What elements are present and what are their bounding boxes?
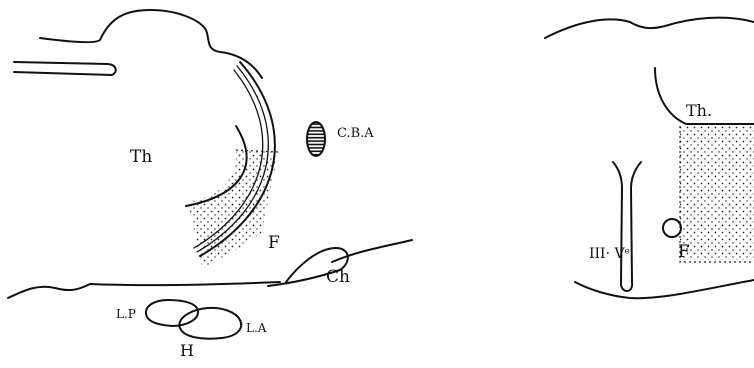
olfactory-tube bbox=[14, 62, 116, 75]
label-la: L.A bbox=[246, 321, 267, 335]
left-diagram: Th F C.B.A Ch L.P L.A H bbox=[8, 10, 412, 360]
right-upper-outline bbox=[545, 18, 754, 38]
label-thalamus-right: Th. bbox=[686, 101, 712, 120]
label-chiasma: Ch bbox=[326, 267, 350, 287]
label-cba: C.B.A bbox=[337, 126, 374, 141]
dotted-region bbox=[188, 150, 278, 268]
label-hypophysis: H bbox=[180, 341, 194, 360]
third-ventricle-slit bbox=[613, 162, 641, 291]
right-dotted-region bbox=[680, 126, 754, 260]
label-fornix-right: F bbox=[678, 242, 690, 262]
label-lp: L.P bbox=[116, 307, 136, 321]
right-lower-outline bbox=[575, 280, 754, 298]
label-third-ventricle: III· Vᵉ bbox=[589, 246, 630, 262]
label-thalamus: Th bbox=[130, 147, 152, 167]
right-fornix-circle bbox=[663, 219, 681, 237]
cba-hatched-oval bbox=[307, 122, 325, 156]
brain-lower-outline bbox=[8, 282, 280, 298]
label-fornix: F bbox=[268, 233, 280, 253]
brain-upper-outline bbox=[40, 10, 262, 78]
right-diagram: Th. F III· Vᵉ bbox=[545, 18, 754, 299]
